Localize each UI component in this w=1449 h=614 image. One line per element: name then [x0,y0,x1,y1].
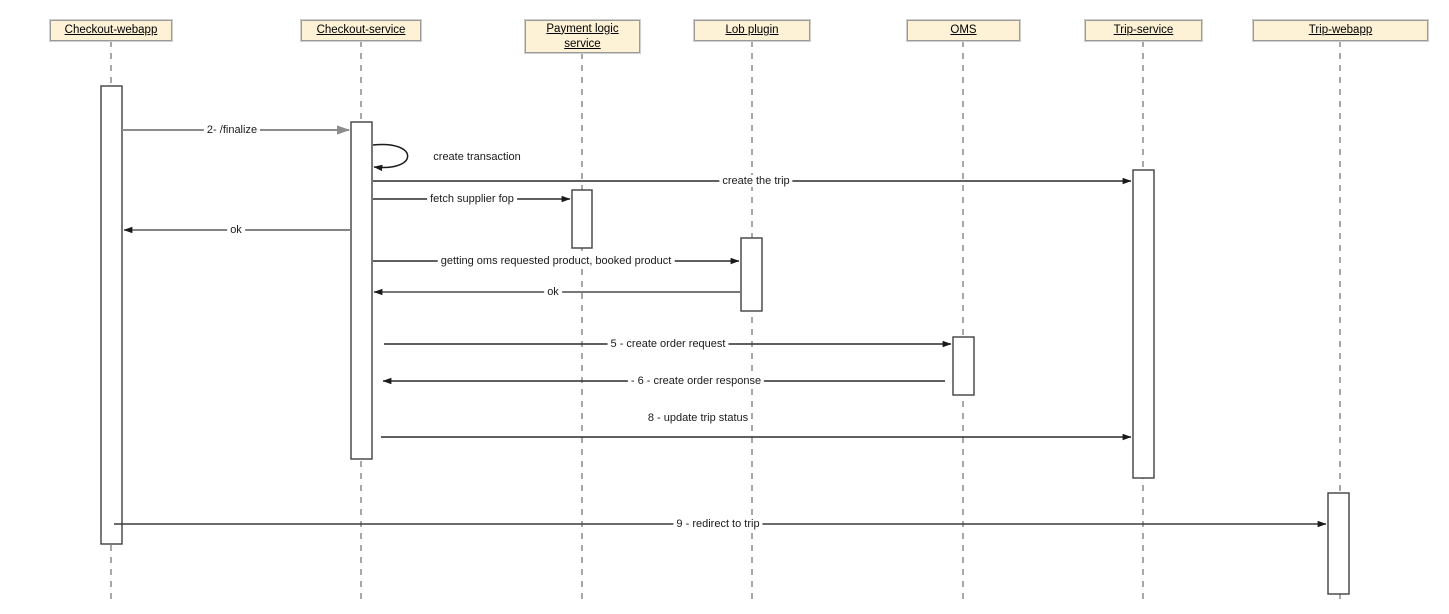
msg-create-transaction-label: create transaction [430,151,524,163]
participant-trip-service[interactable]: Trip-service [1085,20,1202,41]
msg-ok-1-label: ok [227,224,245,236]
participant-payment-logic-service[interactable]: Payment logic service [525,20,640,53]
msg-create-the-trip-label: create the trip [719,175,793,187]
msg-redirect-to-trip-label: 9 - redirect to trip [673,518,763,530]
participant-lob-plugin[interactable]: Lob plugin [694,20,810,41]
activations-group [100,85,1350,595]
participant-label: Payment logic service [546,22,619,50]
act-trip-service[interactable] [1132,169,1155,479]
msg-getting-oms-product-label: getting oms requested product, booked pr… [437,255,675,267]
act-checkout-service[interactable] [350,121,373,460]
act-payment-logic[interactable] [571,189,593,249]
msg-finalize-label: 2- /finalize [203,124,261,136]
participant-checkout-webapp[interactable]: Checkout-webapp [50,20,172,41]
participant-label: Checkout-webapp [64,24,158,36]
lifelines-group [110,41,1341,600]
msg-create-order-response-label: - 6 - create order response [627,375,765,387]
act-checkout-webapp[interactable] [100,85,123,545]
participant-label: Trip-service [1113,24,1174,36]
act-oms[interactable] [952,336,975,396]
msg-fetch-supplier-fop-label: fetch supplier fop [427,193,517,205]
msg-ok-2-label: ok [544,286,562,298]
act-lob-plugin[interactable] [740,237,763,312]
participant-trip-webapp[interactable]: Trip-webapp [1253,20,1428,41]
participant-label: OMS [950,24,977,36]
participant-label: Trip-webapp [1308,24,1373,36]
participant-label: Lob plugin [725,24,779,36]
participant-label: Checkout-service [316,24,406,36]
act-trip-webapp[interactable] [1327,492,1350,595]
msg-create-transaction-path[interactable] [372,143,409,172]
msg-create-order-request-label: 5 - create order request [607,338,729,350]
participant-oms[interactable]: OMS [907,20,1020,41]
msg-update-trip-status-label: 8 - update trip status [647,412,749,424]
participant-checkout-service[interactable]: Checkout-service [301,20,421,41]
